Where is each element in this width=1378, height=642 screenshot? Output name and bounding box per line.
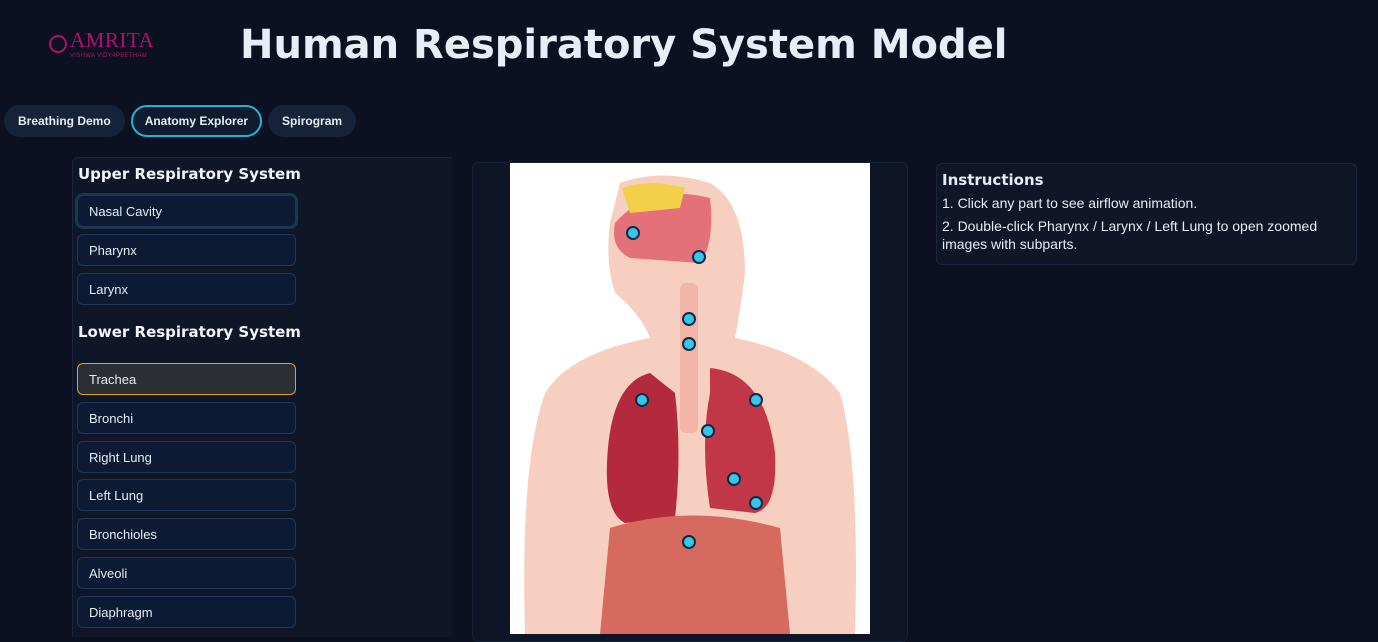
part-button-pharynx[interactable]: Pharynx [77,234,296,266]
logo-words: AMRITA VISHWA VIDYAPEETHAM [70,28,154,60]
part-button-larynx[interactable]: Larynx [77,273,296,305]
part-button-nasal-cavity[interactable]: Nasal Cavity [77,195,296,227]
instructions-panel: Instructions 1. Click any part to see ai… [936,163,1357,265]
part-button-right-lung[interactable]: Right Lung [77,441,296,473]
hotspot-pharynx[interactable] [692,250,706,264]
hotspot-larynx[interactable] [682,312,696,326]
amrita-logo: AMRITA VISHWA VIDYAPEETHAM [49,28,154,60]
parts-panel: Upper Respiratory System Nasal Cavity Ph… [72,157,452,637]
tab-bar: Breathing Demo Anatomy Explorer Spirogra… [4,105,357,137]
tab-anatomy-explorer[interactable]: Anatomy Explorer [130,105,263,137]
hotspot-trachea[interactable] [682,337,696,351]
respiratory-anatomy-image [510,163,870,634]
instructions-title: Instructions [942,171,1044,189]
tab-breathing-demo[interactable]: Breathing Demo [4,105,125,137]
hotspot-diaphragm[interactable] [682,535,696,549]
hotspot-bronchi[interactable] [701,424,715,438]
hotspot-bronchioles[interactable] [727,472,741,486]
anatomy-illustration [524,175,856,634]
part-button-alveoli[interactable]: Alveoli [77,557,296,589]
instruction-step: 1. Click any part to see airflow animati… [942,195,1198,211]
tab-spirogram[interactable]: Spirogram [268,105,357,137]
part-button-trachea[interactable]: Trachea [77,363,296,395]
part-button-diaphragm[interactable]: Diaphragm [77,596,296,628]
logo-emblem-icon [49,35,67,53]
upper-section-title: Upper Respiratory System [78,165,301,183]
lower-section-title: Lower Respiratory System [78,323,301,341]
part-button-bronchi[interactable]: Bronchi [77,402,296,434]
page-title: Human Respiratory System Model [240,22,1008,68]
part-button-left-lung[interactable]: Left Lung [77,479,296,511]
instruction-step: 2. Double-click Pharynx / Larynx / Left … [942,218,1318,252]
hotspot-left-lung[interactable] [749,393,763,407]
logo-text: AMRITA [70,28,155,52]
hotspot-nasal-cavity[interactable] [626,226,640,240]
part-button-bronchioles[interactable]: Bronchioles [77,518,296,550]
logo-subtext: VISHWA VIDYAPEETHAM [70,53,148,59]
hotspot-alveoli[interactable] [749,496,763,510]
hotspot-right-lung[interactable] [635,393,649,407]
